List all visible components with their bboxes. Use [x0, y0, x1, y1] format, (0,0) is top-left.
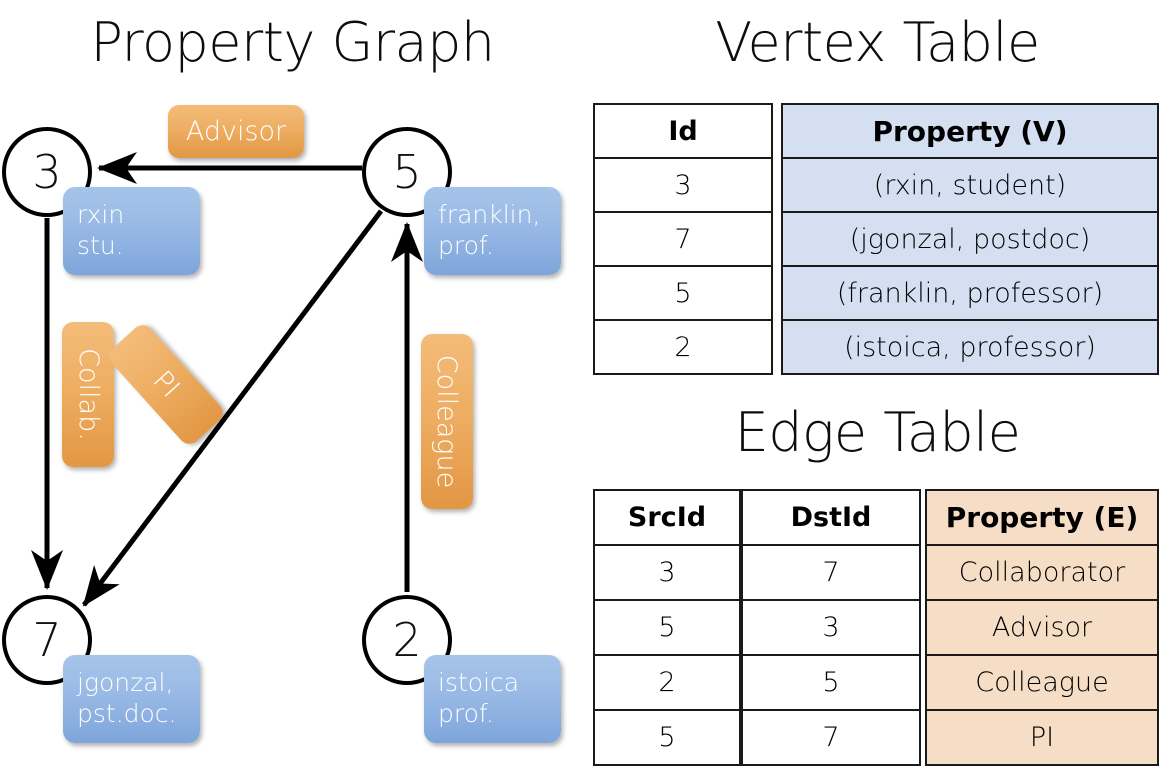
vertex-table-cell-id: 7	[593, 211, 773, 267]
property-graph-diagram: 3 5 7 2 rxin stu. franklin, prof. jgonza…	[0, 0, 585, 760]
edge-table-cell-dstid: 7	[741, 544, 921, 601]
vertex-table-cell-property: (istoica, professor)	[781, 319, 1159, 375]
table-header-row: Property (E)	[925, 489, 1159, 546]
vertex-property-jgonzal-line2: pst.doc.	[77, 699, 177, 728]
edge-table-header-srcid: SrcId	[593, 489, 741, 546]
vertex-property-franklin-line1: franklin,	[438, 200, 541, 229]
table-row: 5	[593, 265, 773, 321]
edge-table-dstid-column: DstId 7 3 5 7	[741, 489, 921, 766]
edge-table-cell-property: Colleague	[925, 654, 1159, 711]
edge-table-cell-dstid: 3	[741, 599, 921, 656]
table-row: PI	[925, 709, 1159, 766]
vertex-property-rxin-line1: rxin	[77, 200, 125, 229]
vertex-table-cell-property: (jgonzal, postdoc)	[781, 211, 1159, 267]
table-header-row: Id	[593, 103, 773, 159]
vertex-table-property-column: Property (V) (rxin, student) (jgonzal, p…	[781, 103, 1159, 375]
graph-edge-lines	[31, 152, 423, 607]
edge-table-header-dstid: DstId	[741, 489, 921, 546]
vertex-table-header-id: Id	[593, 103, 773, 159]
table-row: 3	[593, 544, 741, 601]
vertex-property-box-rxin: rxin stu.	[63, 187, 200, 275]
graph-node-7-label: 7	[32, 613, 62, 667]
page-title-vertex-table: Vertex Table	[715, 11, 1040, 74]
table-header-row: Property (V)	[781, 103, 1159, 159]
edge-table-srcid-column: SrcId 3 5 2 5	[593, 489, 741, 766]
table-row: 7	[593, 211, 773, 267]
edge-table-cell-srcid: 3	[593, 544, 741, 601]
edge-line-pi	[82, 209, 383, 607]
table-header-row: DstId	[741, 489, 921, 546]
vertex-property-franklin-line2: prof.	[438, 231, 494, 260]
vertex-table-id-column: Id 3 7 5 2	[593, 103, 773, 375]
vertex-property-jgonzal-line1: jgonzal,	[77, 668, 174, 697]
edge-label-colleague: Colleague	[421, 334, 473, 509]
table-row: 3	[741, 599, 921, 656]
vertex-table-cell-id: 2	[593, 319, 773, 375]
edge-table-cell-dstid: 5	[741, 654, 921, 711]
vertex-table-cell-id: 3	[593, 157, 773, 213]
edge-table-cell-property: Advisor	[925, 599, 1159, 656]
table-row: 2	[593, 654, 741, 711]
graph-node-2[interactable]: 2	[362, 595, 452, 685]
table-row: 7	[741, 709, 921, 766]
table-row: Advisor	[925, 599, 1159, 656]
edge-table-cell-dstid: 7	[741, 709, 921, 766]
edge-table-header-property: Property (E)	[925, 489, 1159, 546]
vertex-table-cell-id: 5	[593, 265, 773, 321]
table-row: (rxin, student)	[781, 157, 1159, 213]
table-row: 2	[593, 319, 773, 375]
edge-table-cell-srcid: 5	[593, 599, 741, 656]
edge-table-property-column: Property (E) Collaborator Advisor Collea…	[925, 489, 1159, 766]
graph-node-5[interactable]: 5	[362, 127, 452, 217]
table-row: Colleague	[925, 654, 1159, 711]
edge-label-collab: Collab.	[62, 322, 114, 467]
table-row: 5	[593, 709, 741, 766]
graph-node-2-label: 2	[392, 613, 422, 667]
edge-table-cell-property: PI	[925, 709, 1159, 766]
edge-label-advisor-text: Advisor	[185, 116, 287, 147]
table-row: 5	[593, 599, 741, 656]
table-row: (franklin, professor)	[781, 265, 1159, 321]
edge-table-cell-srcid: 2	[593, 654, 741, 711]
vertex-table-header-property: Property (V)	[781, 103, 1159, 159]
vertex-property-box-istoica: istoica prof.	[424, 655, 561, 743]
graph-node-5-label: 5	[392, 145, 422, 199]
edge-table-cell-srcid: 5	[593, 709, 741, 766]
table-row: Collaborator	[925, 544, 1159, 601]
vertex-property-box-franklin: franklin, prof.	[424, 187, 561, 275]
vertex-property-box-jgonzal: jgonzal, pst.doc.	[63, 655, 200, 743]
page-title-property-graph: Property Graph	[90, 11, 495, 74]
edge-label-collab-text: Collab.	[72, 348, 104, 441]
edge-label-colleague-text: Colleague	[431, 354, 463, 489]
page-title-edge-table: Edge Table	[734, 401, 1021, 464]
graph-node-3-label: 3	[32, 145, 62, 199]
edge-table-cell-property: Collaborator	[925, 544, 1159, 601]
table-row: (istoica, professor)	[781, 319, 1159, 375]
vertex-table-cell-property: (franklin, professor)	[781, 265, 1159, 321]
edge-label-pi-text: PI	[146, 365, 186, 404]
table-row: 5	[741, 654, 921, 711]
vertex-property-rxin-line2: stu.	[77, 231, 124, 260]
vertex-property-istoica-line1: istoica	[438, 668, 520, 697]
vertex-property-istoica-line2: prof.	[438, 699, 494, 728]
edge-label-advisor: Advisor	[168, 105, 304, 158]
vertex-table-cell-property: (rxin, student)	[781, 157, 1159, 213]
table-row: (jgonzal, postdoc)	[781, 211, 1159, 267]
table-row: 7	[741, 544, 921, 601]
table-header-row: SrcId	[593, 489, 741, 546]
table-row: 3	[593, 157, 773, 213]
